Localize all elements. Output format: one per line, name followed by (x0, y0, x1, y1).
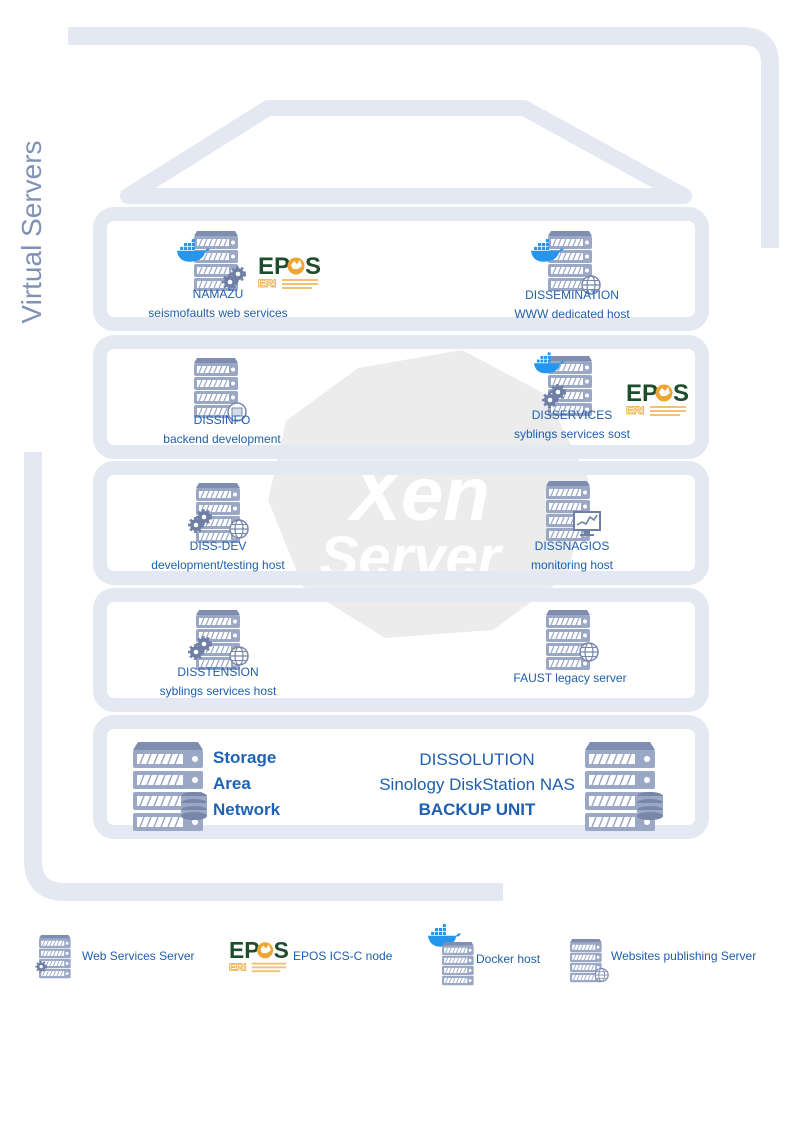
legend-websites: Websites publishing Server (611, 949, 757, 963)
san-line: Storage (213, 748, 277, 767)
label-diss-dev: DISS-DEV development/testing host (118, 537, 318, 575)
label-disstension: DISSTENSION syblings services host (118, 663, 318, 701)
dissolution-title: DISSOLUTION (419, 750, 535, 769)
server-disstension (188, 610, 249, 670)
disk-icon (637, 792, 663, 820)
server-faust (546, 610, 599, 670)
server-name: DISSNAGIOS (534, 539, 610, 553)
virtual-servers-frame-bottom (24, 452, 503, 901)
server-diss-dev (188, 483, 249, 543)
label-dissnagios: DISSNAGIOS monitoring host (472, 537, 672, 575)
xen-server-watermark: Xen Server (268, 350, 588, 638)
server-name: DISSEMINATION (525, 288, 619, 302)
server-desc: syblings services host (159, 684, 277, 698)
globe-icon (229, 519, 249, 539)
globe-icon (579, 642, 599, 662)
virtual-servers-title: Virtual Servers (16, 140, 47, 324)
server-dissinfo (194, 358, 247, 422)
server-namazu (177, 231, 246, 291)
row-frame-3 (93, 461, 709, 585)
label-dissinfo: DISSINFO backend development (122, 411, 322, 449)
server-name: DISSTENSION (177, 665, 259, 679)
server-name: DISSINFO (193, 413, 251, 427)
server-desc: monitoring host (530, 558, 614, 572)
legend-epos-icon (228, 936, 290, 974)
label-namazu: NAMAZU seismofaults web services (118, 285, 318, 323)
row-frame-2 (93, 335, 709, 459)
server-icon (546, 610, 590, 670)
virtual-servers-frame-top (68, 27, 779, 248)
server-desc: WWW dedicated host (514, 307, 630, 321)
row-frame-storage (93, 715, 709, 839)
label-faust: FAUST legacy server (460, 669, 680, 688)
roof-outline (120, 100, 692, 204)
server-desc: backend development (163, 432, 281, 446)
legend-epos: EPOS ICS-C node (293, 949, 393, 963)
san-server (133, 742, 207, 831)
server-desc: development/testing host (151, 558, 285, 572)
san-line: Network (213, 800, 281, 819)
san-line: Area (213, 774, 251, 793)
legend-web-services: Web Services Server (82, 949, 195, 963)
screen-icon (227, 402, 247, 422)
server-desc: syblings services sost (513, 427, 631, 441)
row-frame-4 (93, 588, 709, 712)
server-desc: FAUST legacy server (513, 671, 627, 685)
server-name: DISS-DEV (189, 539, 247, 553)
row-frame-1 (93, 207, 709, 331)
monitor-icon (573, 511, 601, 536)
disk-icon (181, 792, 207, 820)
legend-websites-icon (570, 939, 609, 982)
server-dissemination (531, 231, 601, 295)
dissolution-unit: BACKUP UNIT (418, 800, 536, 819)
label-disservices: DISSERVICES syblings services sost (472, 406, 672, 444)
legend-docker: Docker host (476, 952, 541, 966)
dissolution-subtitle: Sinology DiskStation NAS (379, 775, 575, 794)
legend-docker-icon (428, 924, 474, 985)
legend-web-services-icon (35, 935, 71, 978)
dissolution-label: DISSOLUTION Sinology DiskStation NAS BAC… (352, 747, 602, 822)
label-dissemination: DISSEMINATION WWW dedicated host (472, 286, 672, 324)
san-label: Storage Area Network (213, 745, 280, 823)
server-name: DISSERVICES (531, 408, 613, 422)
server-dissnagios (546, 481, 601, 541)
server-name: NAMAZU (192, 287, 244, 301)
server-desc: seismofaults web services (148, 306, 288, 320)
